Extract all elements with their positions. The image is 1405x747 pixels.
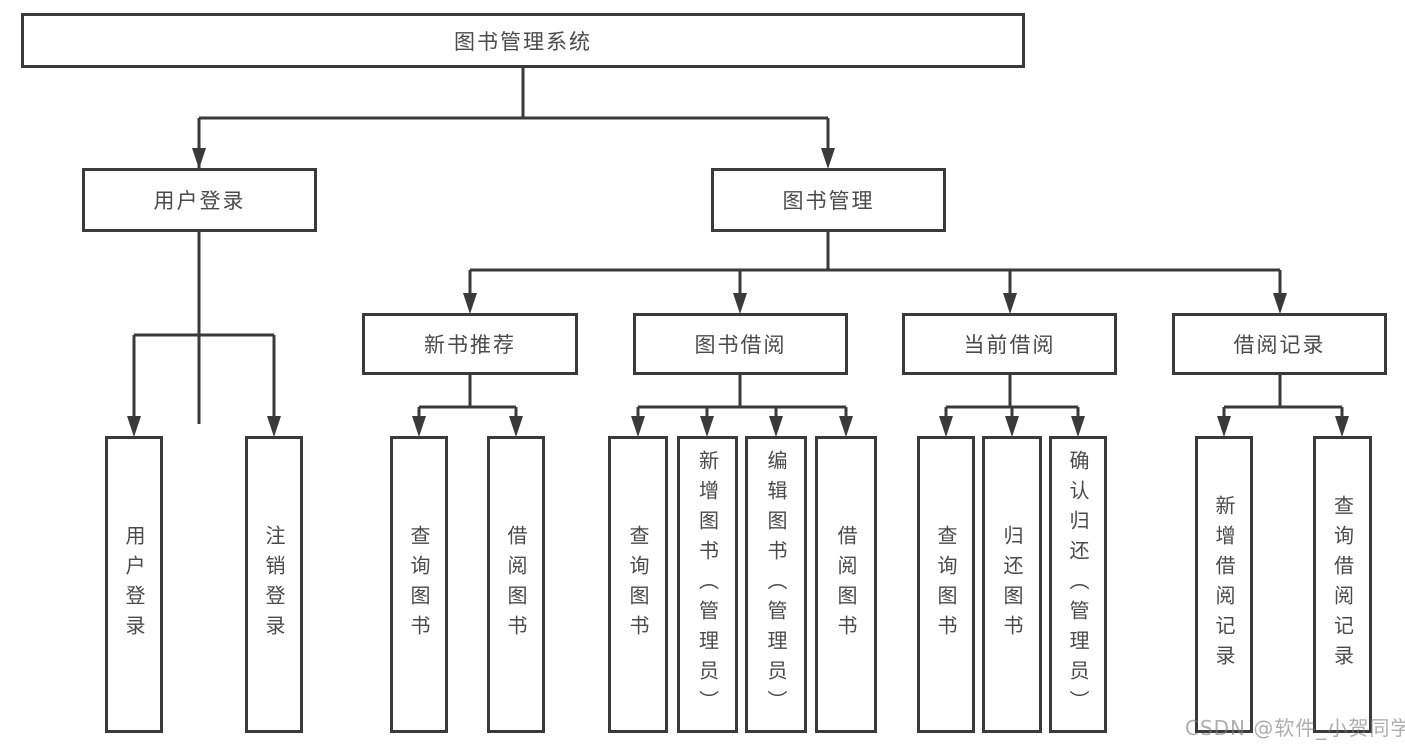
edge-lines [132, 68, 1344, 424]
node-label: 图书管理 [782, 189, 875, 213]
node-leaf-return-books: 归还图书 [982, 436, 1042, 733]
node-label: 当前借阅 [963, 333, 1056, 357]
arrow-down-icon [631, 416, 645, 437]
node-leaf-borrow-books: 借阅图书 [815, 436, 877, 733]
arrow-down-icon [733, 293, 747, 314]
arrow-down-icon [700, 416, 714, 437]
node-label: 新增图书（管理员） [695, 449, 720, 720]
node-leaf-query-books: 查询图书 [917, 436, 975, 733]
node-borrowing-records: 借阅记录 [1172, 313, 1387, 375]
arrow-down-icon [127, 416, 141, 437]
node-label: 确认归还（管理员） [1066, 449, 1090, 720]
arrow-down-icon [463, 293, 477, 314]
node-leaf-add-books-admin: 新增图书（管理员） [677, 436, 738, 733]
node-label: 查询图书 [934, 524, 958, 645]
arrow-down-icon [821, 148, 835, 169]
arrow-down-icon [1217, 416, 1231, 437]
node-leaf-borrow-books: 借阅图书 [487, 436, 545, 733]
arrow-down-icon [1005, 416, 1019, 437]
edge-newbook-to-leaves [417, 375, 518, 424]
node-leaf-logout: 注销登录 [245, 436, 303, 733]
arrow-down-icon [939, 416, 953, 437]
csdn-watermark: CSDN @软件_小贺同学 [1185, 716, 1405, 740]
arrow-down-icon [1335, 416, 1349, 437]
arrow-down-icon [509, 416, 523, 437]
node-current-borrowing: 当前借阅 [902, 313, 1117, 375]
arrow-down-icon [769, 416, 783, 437]
node-user-login: 用户登录 [82, 168, 317, 232]
node-leaf-add-borrow-record: 新增借阅记录 [1195, 436, 1253, 733]
node-leaf-user-login: 用户登录 [105, 436, 163, 733]
edge-borrow-to-leaves [636, 375, 848, 424]
node-label: 用户登录 [153, 189, 246, 213]
node-leaf-query-books: 查询图书 [608, 436, 668, 733]
node-label: 借阅图书 [504, 524, 528, 645]
node-label: 查询图书 [407, 524, 431, 645]
arrow-down-icon [1071, 416, 1085, 437]
arrow-down-icon [839, 416, 853, 437]
node-label: 注销登录 [262, 524, 286, 645]
node-label: 查询借阅记录 [1330, 494, 1355, 675]
node-leaf-confirm-return-admin: 确认归还（管理员） [1049, 436, 1107, 733]
arrow-down-icon [1003, 293, 1017, 314]
edge-mgmt-to-level3 [468, 232, 1282, 299]
arrow-down-icon [192, 148, 206, 169]
node-label: 编辑图书（管理员） [764, 449, 788, 720]
arrow-down-icon [1273, 293, 1287, 314]
node-label: 查询图书 [626, 524, 650, 645]
node-label: 新书推荐 [424, 333, 516, 357]
arrow-down-icon [412, 416, 426, 437]
arrow-down-icon [267, 416, 281, 437]
edge-current-to-leaves [944, 375, 1080, 424]
node-label: 图书借阅 [694, 333, 787, 357]
node-label: 用户登录 [122, 524, 146, 645]
node-book-borrowing: 图书借阅 [633, 313, 848, 375]
node-leaf-query-books: 查询图书 [390, 436, 448, 733]
node-label: 图书管理系统 [454, 29, 592, 54]
node-leaf-query-borrow-record: 查询借阅记录 [1313, 436, 1372, 733]
arrowheads [127, 148, 1349, 437]
node-new-book-recommendation: 新书推荐 [362, 313, 578, 375]
node-book-management: 图书管理 [711, 168, 946, 232]
edge-records-to-leaves [1222, 375, 1344, 424]
node-label: 借阅图书 [834, 524, 858, 645]
node-label: 新增借阅记录 [1212, 494, 1236, 675]
edge-login-to-leaves [132, 232, 276, 424]
node-leaf-edit-books-admin: 编辑图书（管理员） [745, 436, 807, 733]
node-library-management-system: 图书管理系统 [21, 13, 1025, 68]
node-label: 归还图书 [1000, 524, 1024, 645]
edge-root-to-level2 [197, 68, 830, 424]
node-label: 借阅记录 [1233, 333, 1326, 357]
